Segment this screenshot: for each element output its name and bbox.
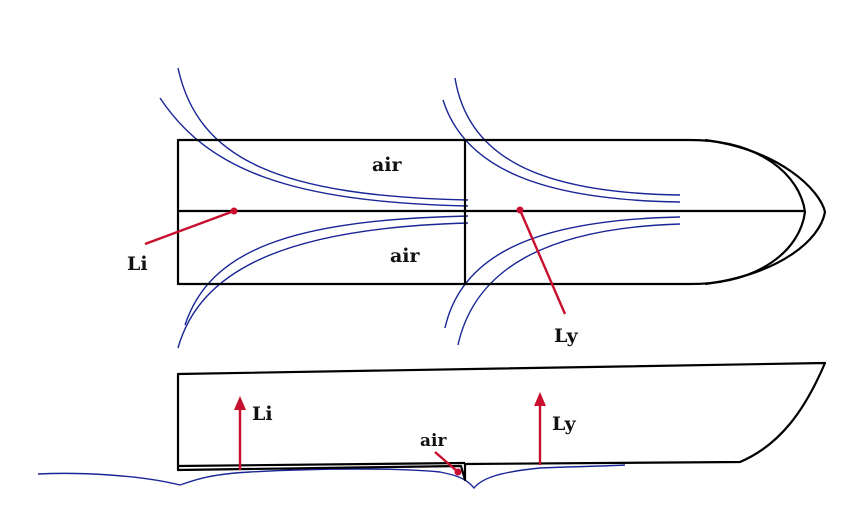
ly-side-arrow-head: [534, 392, 546, 406]
flow-line-step2-top-outer: [454, 77, 681, 196]
side-hull-outline: [176, 361, 827, 482]
flow-line-step2-top-inner: [442, 99, 681, 203]
side-view: Li Ly air: [37, 361, 827, 490]
flow-line-step2-bottom-outer: [457, 223, 681, 346]
flow-line-step1-bottom-outer: [177, 222, 469, 349]
li-plan-pointer-line: [144, 209, 235, 246]
flow-line-step1-top-outer: [177, 67, 469, 201]
flow-line-step1-top-inner: [159, 97, 469, 207]
flow-line-step2-bottom-inner: [444, 216, 681, 329]
side-keel-line: [177, 461, 466, 468]
li-side-arrow-head: [234, 396, 246, 410]
air-side-pointer-dot: [454, 468, 462, 476]
air-label-bottom: air: [390, 245, 421, 267]
ly-plan-pointer-line: [518, 209, 567, 315]
ly-label-plan: Ly: [554, 325, 579, 347]
air-side-pointer-line: [434, 451, 459, 473]
air-label-side: air: [420, 431, 447, 451]
ly-plan-pointer-dot: [516, 206, 524, 214]
ly-label-side: Ly: [552, 413, 577, 435]
plan-bow-outer-line: [704, 138, 827, 286]
air-label-top: air: [372, 154, 403, 176]
li-label-plan: Li: [127, 253, 148, 275]
li-plan-pointer-dot: [230, 207, 238, 215]
plan-view: air air Li Ly: [127, 67, 827, 349]
flow-line-step1-bottom-inner: [184, 215, 469, 326]
li-label-side: Li: [252, 403, 273, 425]
water-surface-line: [37, 464, 626, 490]
